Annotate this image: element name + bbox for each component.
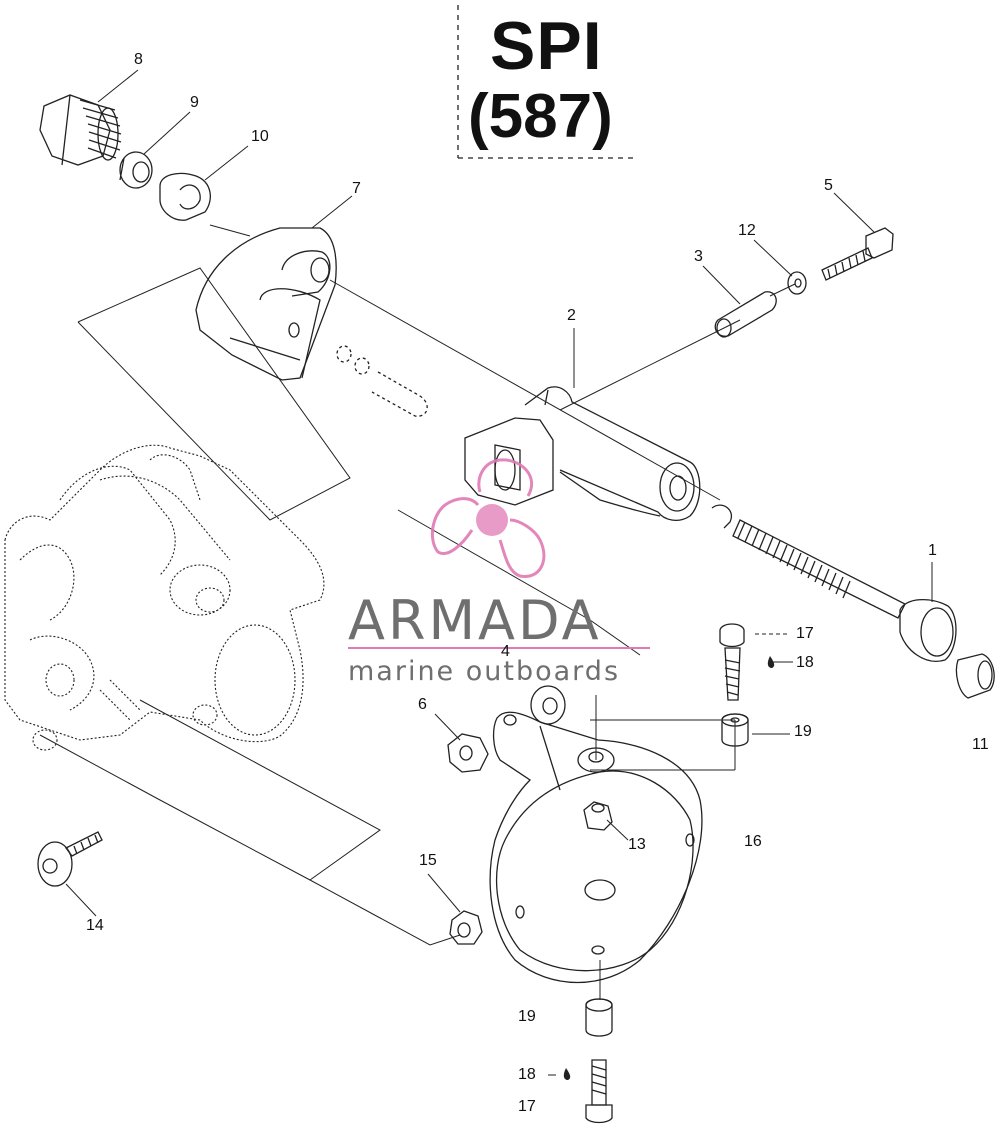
model-code: (587) — [468, 82, 613, 151]
part-4-washer — [530, 685, 566, 725]
part-13-nut — [583, 801, 613, 831]
callout-18-top: 18 — [796, 654, 814, 671]
callout-2: 2 — [567, 307, 576, 324]
part-19a-spacer — [721, 713, 749, 747]
armada-propeller-icon — [430, 458, 546, 578]
callout-4: 4 — [501, 643, 510, 660]
model-title: SPI — [490, 8, 603, 84]
callout-5: 5 — [824, 177, 833, 194]
callout-13: 13 — [628, 836, 646, 853]
callout-15: 15 — [419, 852, 437, 869]
callout-18-bottom: 18 — [518, 1066, 536, 1083]
engine-outline — [4, 444, 325, 751]
part-2-bracket — [464, 386, 701, 522]
callout-8: 8 — [134, 51, 143, 68]
part-14-screw — [37, 831, 103, 887]
callout-17-bottom: 17 — [518, 1098, 536, 1115]
part-6-nut — [447, 733, 489, 773]
part-17b-screw — [585, 1059, 613, 1124]
part-10-clip — [159, 172, 211, 221]
part-11-cap — [955, 653, 995, 699]
part-16-housing — [489, 711, 703, 984]
callout-10: 10 — [251, 128, 269, 145]
part-8-fitting — [39, 94, 122, 166]
callout-11: 11 — [972, 736, 989, 753]
brand-name: ARMADA — [348, 589, 602, 652]
part-5-screw — [821, 227, 894, 281]
callout-16: 16 — [744, 833, 762, 850]
callout-7: 7 — [352, 180, 361, 197]
callout-17-top: 17 — [796, 625, 814, 642]
callout-9: 9 — [190, 94, 199, 111]
part-9-washer — [119, 151, 153, 189]
leader-lines — [65, 69, 933, 1076]
callout-14: 14 — [86, 917, 104, 934]
part-12-washer — [787, 271, 807, 295]
grease-drop-icons — [563, 656, 775, 1080]
part-3-sleeve — [714, 291, 777, 338]
brand-tagline: marine outboards — [348, 656, 621, 687]
callout-12: 12 — [738, 222, 756, 239]
part-7-cover — [195, 227, 337, 381]
armada-propeller-hub — [476, 504, 508, 536]
callout-19-top: 19 — [794, 723, 812, 740]
callout-19-bottom: 19 — [518, 1008, 536, 1025]
part-1-bolt — [711, 504, 957, 662]
callout-3: 3 — [694, 248, 703, 265]
part-15-nut — [449, 910, 483, 945]
callout-6: 6 — [418, 696, 427, 713]
cover-bolt — [336, 345, 428, 417]
callout-1: 1 — [928, 542, 937, 559]
part-17a-screw — [719, 623, 745, 701]
part-19b-spacer — [585, 998, 613, 1037]
